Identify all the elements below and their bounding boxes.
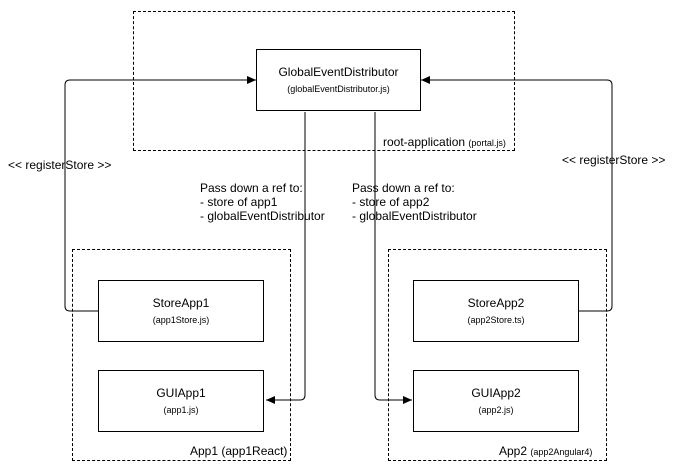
register-store-app2-edge [421,76,613,312]
app1-label: App1 (app1React) [190,444,288,458]
pass-ref-app1-line1: Pass down a ref to: [200,181,303,195]
global-event-distributor-box: GlobalEventDistributor (globalEventDistr… [256,49,421,111]
register-store-left-label: << registerStore >> [8,158,112,172]
register-store-app1-edge [64,76,256,312]
store-app1-box: StoreApp1 (app1Store.js) [98,280,264,342]
gui-app1-title: GUIApp1 [156,386,206,400]
app2-file: (app2Angular4) [530,447,593,457]
app2-name: App2 [499,444,528,458]
global-event-distributor-file: (globalEventDistributor.js) [287,84,390,94]
store-app2-file: (app2Store.ts) [467,315,525,325]
store-app2-box: StoreApp2 (app2Store.ts) [413,280,579,342]
pass-ref-app2-line2: - store of app2 [352,195,430,209]
store-app1-title: StoreApp1 [152,296,210,310]
gui-app2-title: GUIApp2 [471,386,521,400]
pass-ref-app2-label: Pass down a ref to: - store of app2 - gl… [352,181,477,223]
gui-app1-file: (app1.js) [163,405,199,415]
store-app2-title: StoreApp2 [467,296,525,310]
root-application-file: (portal.js) [468,138,506,148]
app2-label: App2 (app2Angular4) [499,444,592,459]
register-store-right-label: << registerStore >> [562,153,666,167]
root-application-label: root-application (portal.js) [383,135,506,150]
pass-ref-app2-line3: - globalEventDistributor [352,209,477,223]
pass-ref-app2-edge [374,112,412,404]
pass-ref-app1-line3: - globalEventDistributor [200,209,325,223]
app2-container [388,249,607,461]
gui-app2-box: GUIApp2 (app2.js) [413,370,579,432]
gui-app1-box: GUIApp1 (app1.js) [98,370,264,432]
pass-ref-app1-line2: - store of app1 [200,195,278,209]
global-event-distributor-title: GlobalEventDistributor [278,65,399,79]
pass-ref-app1-edge [266,112,306,404]
store-app1-file: (app1Store.js) [152,315,210,325]
app1-container [72,249,291,461]
root-application-container [133,11,515,151]
pass-ref-app1-label: Pass down a ref to: - store of app1 - gl… [200,181,325,223]
root-application-name: root-application [383,135,466,149]
pass-ref-app2-line1: Pass down a ref to: [352,181,455,195]
gui-app2-file: (app2.js) [478,405,514,415]
